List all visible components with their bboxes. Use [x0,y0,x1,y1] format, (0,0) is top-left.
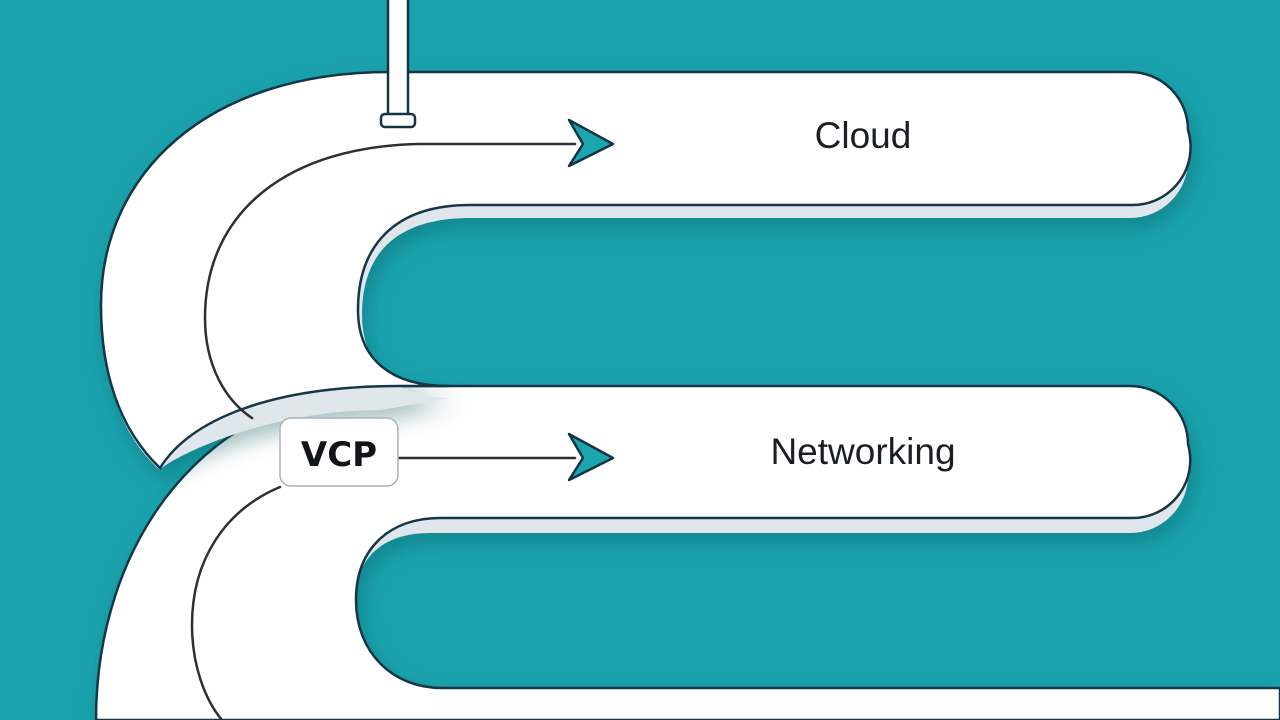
vcp-badge: VCP [279,417,399,487]
band-networking [94,384,1280,720]
stage-label-cloud: Cloud [815,115,912,156]
entry-pin [379,0,417,129]
vcp-badge-label: VCP [301,435,377,475]
stage-label-networking: Networking [770,431,955,472]
arrow-icon [567,432,615,482]
band-cloud [99,70,1192,470]
connector-line-lower [190,485,282,720]
arrow-icon [567,118,615,168]
connector-line [203,142,577,420]
